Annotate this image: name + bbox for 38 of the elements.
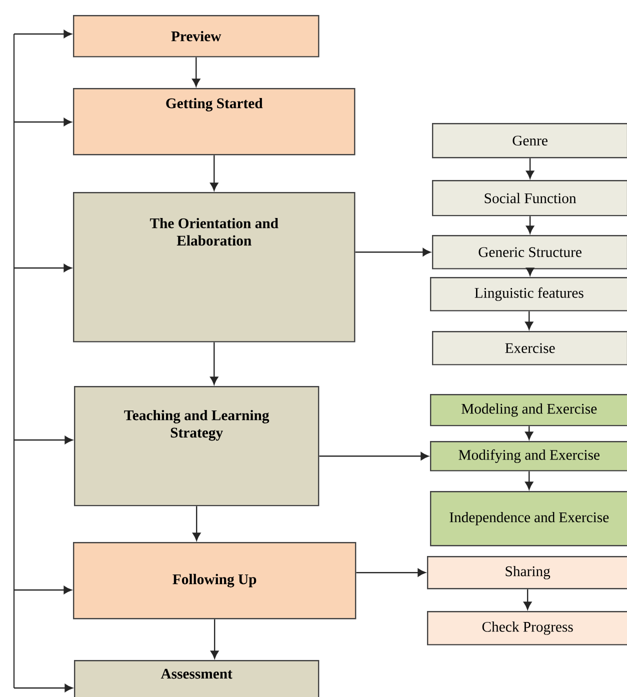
arrow — [525, 311, 534, 330]
arrow — [526, 216, 534, 234]
topic-box: Generic Structure — [432, 235, 627, 270]
step-box: Following Up — [73, 542, 356, 620]
arrow — [526, 158, 534, 179]
arrow — [319, 452, 429, 460]
topic-box: Exercise — [432, 331, 627, 366]
arrow — [356, 568, 426, 577]
step-box: Teaching and Learning Strategy — [74, 386, 320, 506]
step-box: The Orientation and Elaboration — [73, 192, 356, 342]
arrow — [355, 248, 431, 256]
arrow — [210, 342, 218, 385]
arrow — [14, 264, 72, 272]
arrow — [210, 619, 219, 659]
arrow — [524, 589, 532, 610]
arrow — [192, 506, 201, 541]
topic-box: Modeling and Exercise — [430, 394, 627, 426]
connector-line — [13, 34, 15, 688]
arrow — [14, 586, 72, 594]
topic-box: Sharing — [427, 556, 627, 590]
arrow — [210, 155, 218, 191]
arrow — [14, 436, 73, 444]
topic-box: Linguistic features — [430, 277, 627, 312]
arrow — [526, 268, 534, 276]
topic-box: Social Function — [432, 180, 627, 216]
step-box: Assessment — [74, 660, 320, 697]
arrow — [14, 30, 72, 38]
arrow — [525, 471, 534, 490]
topic-box: Check Progress — [427, 611, 627, 646]
topic-box: Independence and Exercise — [430, 491, 627, 546]
topic-box: Genre — [432, 123, 627, 158]
arrow — [192, 57, 200, 87]
arrow — [525, 426, 534, 440]
step-box: Preview — [73, 15, 320, 58]
arrow — [14, 684, 73, 692]
topic-box: Modifying and Exercise — [430, 441, 627, 472]
arrow — [14, 118, 72, 126]
step-box: Getting Started — [73, 88, 356, 156]
